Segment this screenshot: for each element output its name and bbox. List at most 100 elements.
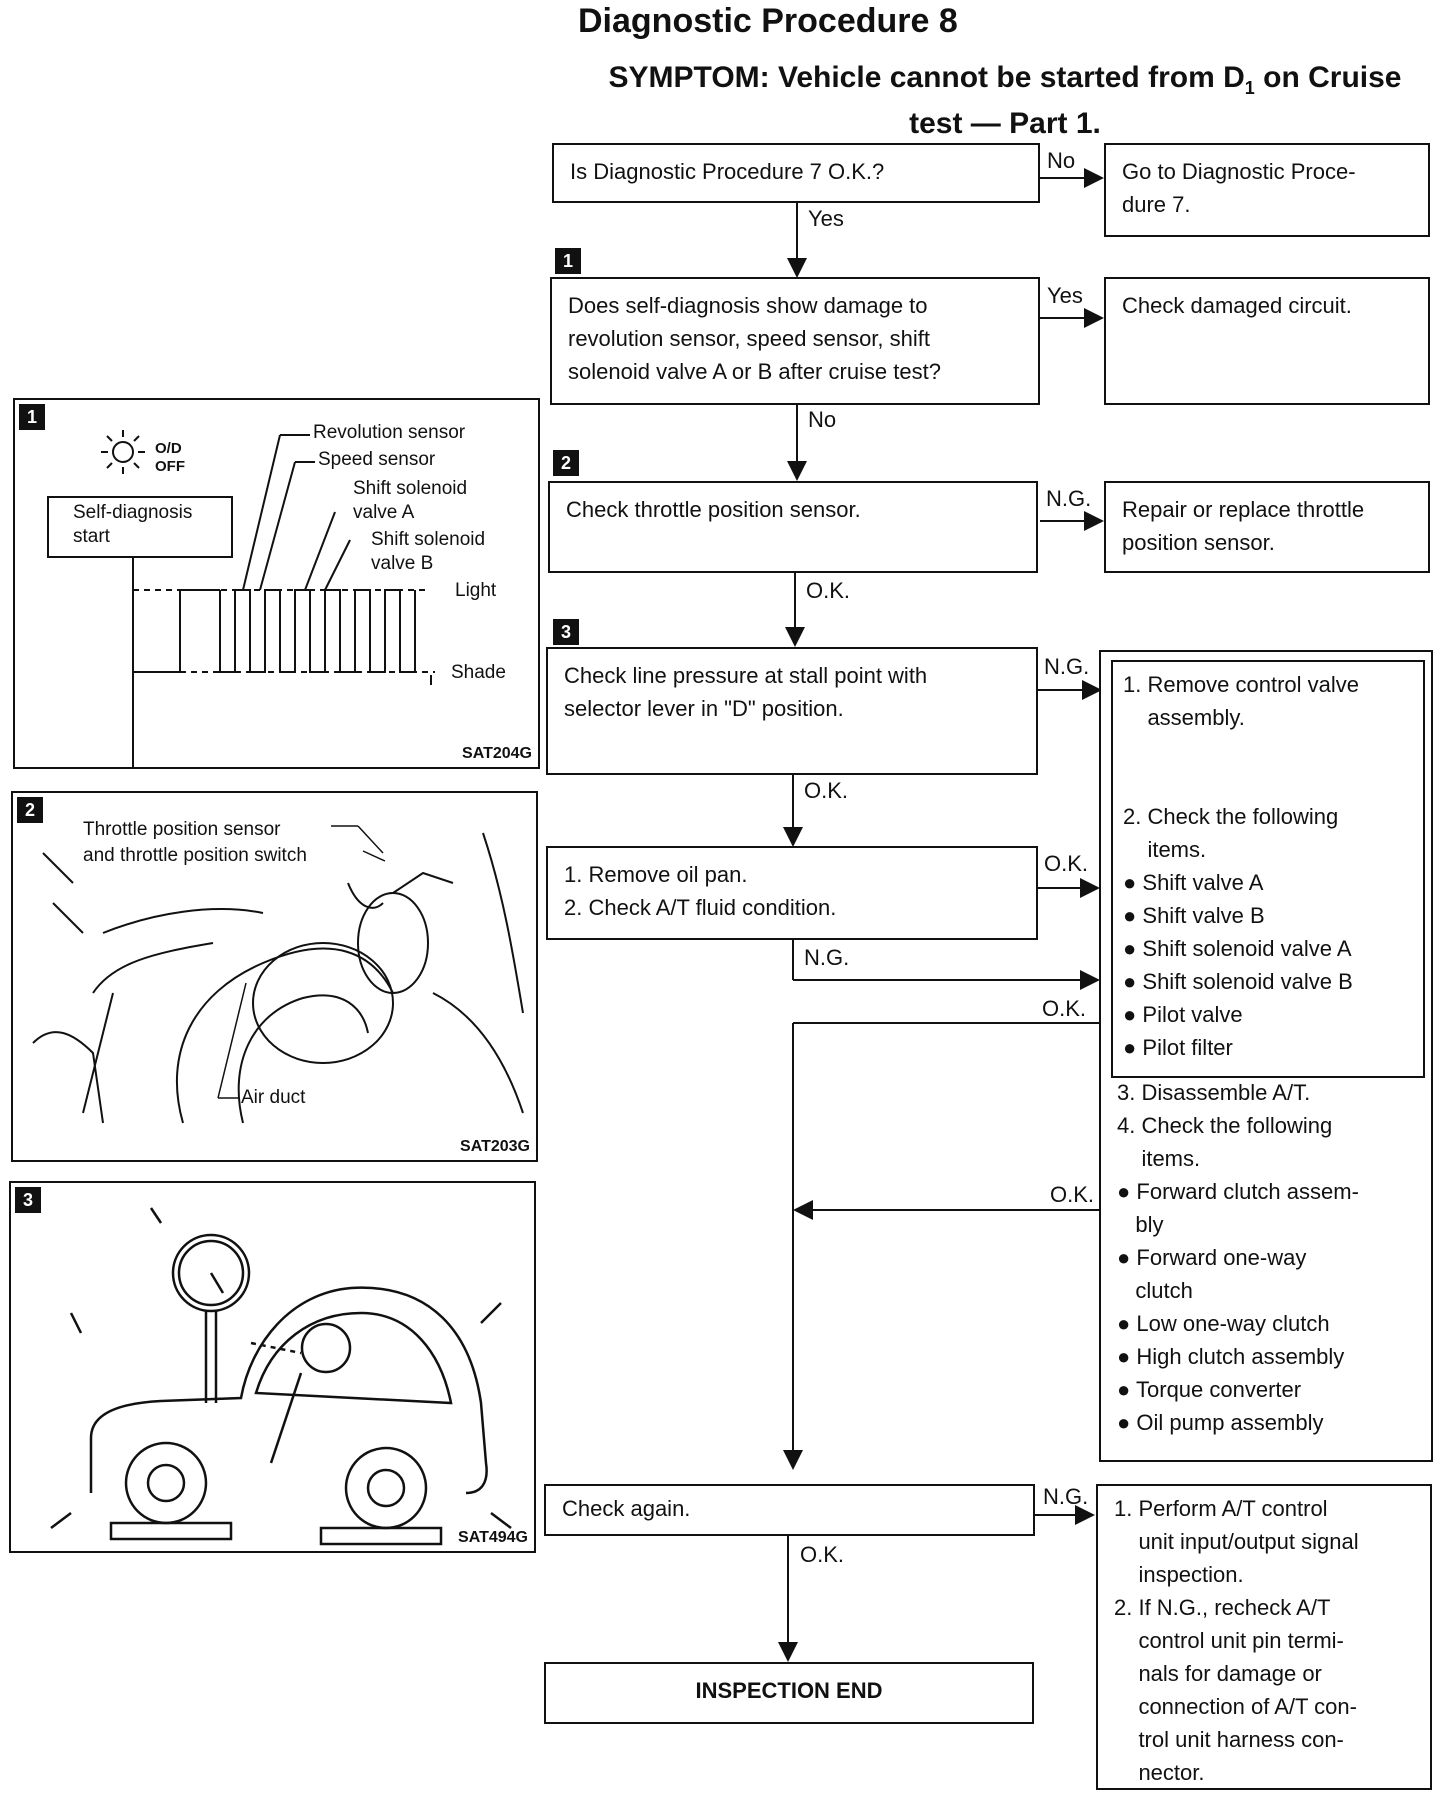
disassemble-item: ● Low one-way clutch [1117,1311,1330,1336]
cv-item: ● Pilot valve [1123,1002,1243,1027]
label-ok-throttle: O.K. [806,578,851,603]
disassemble-item: ● Oil pump assembly [1117,1410,1324,1435]
disassemble-item: ● Forward one-way [1117,1245,1307,1270]
control-valve-box: 1. Remove control valve assembly. 2. Che… [1111,660,1425,1078]
step-marker-3: 3 [553,619,579,645]
label-ok-return-2: O.K. [1050,1182,1095,1207]
step1-text: Does self-diagnosis show damage to [568,293,928,318]
label-ok-final: O.K. [800,1542,845,1567]
air-duct-label: Air duct [241,1087,306,1108]
action-text: dure 7. [1122,192,1191,217]
panel-1-self-diagnosis: 1 O/D OFF Self-diagnosis [13,398,540,769]
action-text: position sensor. [1122,530,1275,555]
cv-item: ● Shift valve A [1123,870,1264,895]
cv-spacer [1123,767,1413,800]
revolution-sensor-label: Revolution sensor [313,422,466,443]
symptom-text: SYMPTOM: Vehicle cannot be started from … [608,61,1245,94]
symptom-subscript: 1 [1244,78,1255,98]
step2-text: Check throttle position sensor. [566,497,861,522]
final-text: nals for damage or [1114,1661,1322,1686]
cv-item: 1. Remove control valve [1123,672,1359,697]
label-yes: Yes [808,206,844,231]
shade-label: Shade [451,662,506,683]
engine-bay-illustration [32,825,524,1124]
panel-marker-1: 1 [19,404,45,430]
action-go-to-procedure7: Go to Diagnostic Proce- dure 7. [1104,143,1430,237]
self-diag-text: Self-diagnosis [73,502,193,523]
step4-text: 2. Check A/T fluid condition. [564,895,837,920]
label-no: No [1047,148,1076,173]
step4-oil-pan-box: 1. Remove oil pan. 2. Check A/T fluid co… [546,846,1038,940]
label-ng-pressure: N.G. [1044,654,1090,679]
panel-2-throttle-sensor: 2 Throttle position sensor and thrott [11,791,538,1162]
action-repair-throttle-sensor: Repair or replace throttle position sens… [1104,481,1430,573]
disassemble-item: bly [1117,1212,1164,1237]
self-diagnosis-start-label: Self-diagnosis start [73,501,192,549]
off-text: OFF [155,458,185,475]
label-ok-pressure: O.K. [804,778,849,803]
throttle-sensor-label: Throttle position sensor and throttle po… [83,817,307,869]
cv-item: ● Pilot filter [1123,1035,1233,1060]
disassemble-item: clutch [1117,1278,1193,1303]
symptom-text-line2: test — Part 1. [909,107,1101,140]
cv-item: assembly. [1123,705,1245,730]
od-off-label: O/D OFF [155,440,185,476]
shift-b-text: Shift solenoid [371,529,486,550]
shift-solenoid-a-label: Shift solenoid valve A [353,477,467,525]
panel-marker-3: 3 [15,1187,41,1213]
step3-text: Check line pressure at stall point with [564,663,928,688]
label-ng-final: N.G. [1043,1484,1089,1509]
disassemble-item: ● Torque converter [1117,1377,1302,1402]
step-marker-1: 1 [555,248,581,274]
final-text: 2. If N.G., recheck A/T [1114,1595,1331,1620]
step-marker-2: 2 [553,450,579,476]
action-text: Go to Diagnostic Proce- [1122,159,1356,184]
self-diag-text: start [73,526,110,547]
step2-throttle-box: Check throttle position sensor. [548,481,1038,573]
tps-text: and throttle position switch [83,845,307,866]
label-yes-damage: Yes [1047,283,1083,308]
disassemble-item: 4. Check the following [1117,1113,1333,1138]
question-procedure7-text: Is Diagnostic Procedure 7 O.K.? [570,159,885,184]
action-text: Repair or replace throttle [1122,497,1365,522]
od-text: O/D [155,440,182,457]
action-perform-inspection: 1. Perform A/T control unit input/output… [1096,1484,1432,1790]
cv-item: ● Shift solenoid valve A [1123,936,1352,961]
final-text: inspection. [1114,1562,1244,1587]
final-text: control unit pin termi- [1114,1628,1344,1653]
final-text: connection of A/T con- [1114,1694,1357,1719]
cv-item [1123,734,1413,767]
final-text: 1. Perform A/T control [1114,1496,1328,1521]
tps-text: Throttle position sensor [83,819,281,840]
figure-code-sat203g: SAT203G [460,1138,530,1155]
step3-line-pressure-box: Check line pressure at stall point with … [546,647,1038,775]
self-diagnosis-waveform [47,430,435,769]
label-ng-oil: N.G. [804,945,850,970]
cv-item: 2. Check the following [1123,804,1339,829]
cv-item: ● Shift solenoid valve B [1123,969,1353,994]
inspection-end-text: INSPECTION END [695,1678,883,1703]
step4-text: 1. Remove oil pan. [564,862,748,887]
label-no-damage: No [808,407,837,432]
speed-sensor-label: Speed sensor [318,449,436,470]
figure-code-sat494g: SAT494G [458,1529,528,1546]
disassemble-item: ● Forward clutch assem- [1117,1179,1359,1204]
panel-3-stall-test: 3 SAT494G [9,1181,536,1553]
light-label: Light [455,580,497,601]
page-title: Diagnostic Procedure 8 [578,2,958,40]
label-ok-return: O.K. [1042,996,1087,1021]
cv-item: ● Shift valve B [1123,903,1265,928]
figure-code-sat204g: SAT204G [462,745,532,762]
symptom-heading: SYMPTOM: Vehicle cannot be started from … [575,60,1435,142]
step1-self-diagnosis-box: Does self-diagnosis show damage to revol… [550,277,1040,405]
action-text: Check damaged circuit. [1122,293,1352,318]
final-text: trol unit harness con- [1114,1727,1344,1752]
panel-marker-2: 2 [17,797,43,823]
disassemble-item: 3. Disassemble A/T. [1117,1080,1311,1105]
inspection-end-box: INSPECTION END [544,1662,1034,1724]
step1-text: solenoid valve A or B after cruise test? [568,359,941,384]
check-again-text: Check again. [562,1496,691,1521]
disassemble-item: ● High clutch assembly [1117,1344,1345,1369]
car-pressure-gauge-illustration [50,1207,512,1546]
